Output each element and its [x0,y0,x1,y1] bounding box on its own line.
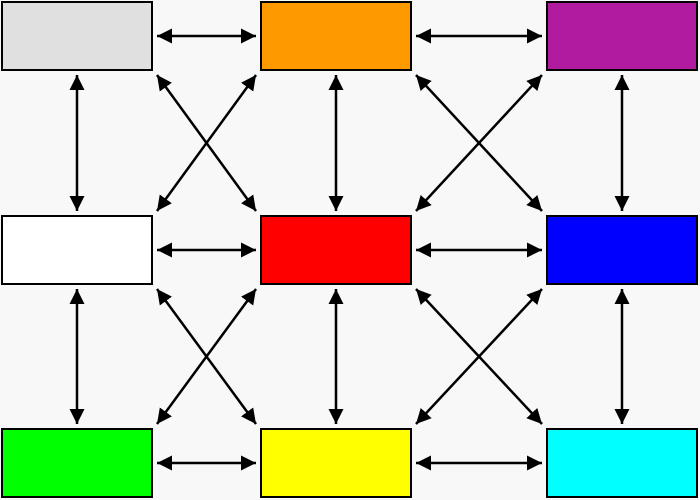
box-bottom-center [260,428,412,498]
box-top-center [260,1,412,71]
box-middle-center [260,215,412,285]
arrow-middle-center-bottom-left [155,288,258,425]
box-top-left [1,1,153,71]
box-middle-left [1,215,153,285]
arrow-top-center-middle-left [155,74,258,212]
box-top-right [546,1,698,71]
box-middle-right [546,215,698,285]
box-bottom-right [546,428,698,498]
box-bottom-left [1,428,153,498]
arrow-top-right-middle-center [415,74,543,212]
arrow-middle-right-bottom-center [415,288,543,425]
